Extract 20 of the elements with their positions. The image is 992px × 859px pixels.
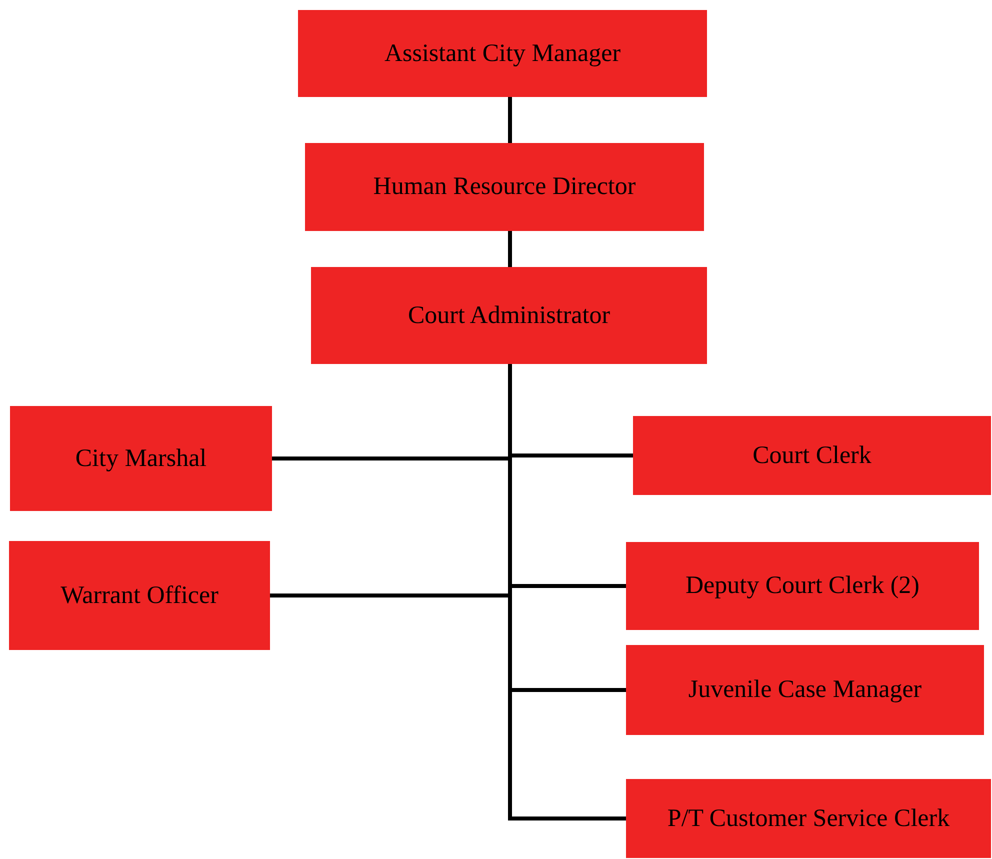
position-title: Human Resource Director bbox=[373, 173, 636, 201]
position-title: Warrant Officer bbox=[60, 582, 218, 610]
position-box bbox=[9, 541, 270, 650]
position-box bbox=[298, 10, 707, 97]
position-box bbox=[633, 416, 991, 495]
position-title: Deputy Court Clerk (2) bbox=[686, 572, 920, 600]
position-title: Juvenile Case Manager bbox=[688, 676, 922, 704]
connector-line bbox=[508, 231, 512, 267]
connector-line bbox=[508, 97, 512, 143]
position-title: Court Clerk bbox=[752, 442, 872, 470]
position-box bbox=[311, 267, 707, 364]
position-box bbox=[626, 542, 979, 630]
position-box bbox=[10, 406, 272, 511]
position-title: Assistant City Manager bbox=[384, 40, 621, 68]
position-box bbox=[626, 645, 984, 735]
position-box bbox=[305, 143, 704, 231]
position-title: Court Administrator bbox=[408, 302, 610, 330]
position-title: P/T Customer Service Clerk bbox=[667, 804, 950, 832]
position-title: City Marshal bbox=[75, 444, 207, 472]
position-box bbox=[626, 779, 991, 858]
